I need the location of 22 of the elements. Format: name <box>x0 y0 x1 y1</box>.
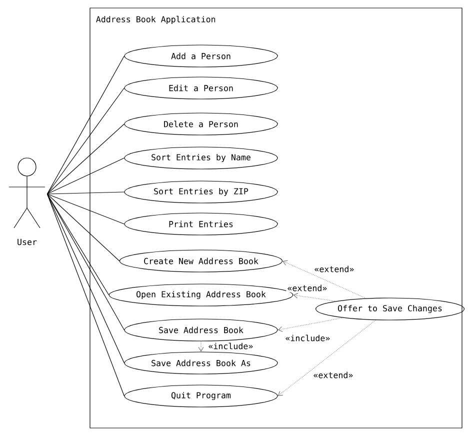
edge-label: «include» <box>284 334 332 342</box>
association-line <box>46 192 124 194</box>
association-line <box>278 317 344 332</box>
association-line <box>278 320 376 396</box>
association-line <box>293 292 336 302</box>
association-line <box>46 194 120 262</box>
edge-label: «extend» <box>313 264 356 274</box>
edge-label: «extend» <box>286 284 328 292</box>
association-line <box>198 341 204 352</box>
edge-label: «include» <box>207 342 254 350</box>
association-line <box>46 88 124 194</box>
association-line <box>282 260 366 299</box>
association-line <box>46 194 124 224</box>
association-line <box>46 194 124 330</box>
association-line <box>46 194 124 364</box>
association-line <box>46 124 124 194</box>
association-line <box>46 56 124 194</box>
actor-name: User <box>18 238 37 246</box>
association-line <box>46 194 124 396</box>
association-line <box>46 194 110 296</box>
association-line <box>46 158 124 194</box>
edge-label: «extend» <box>312 370 354 380</box>
